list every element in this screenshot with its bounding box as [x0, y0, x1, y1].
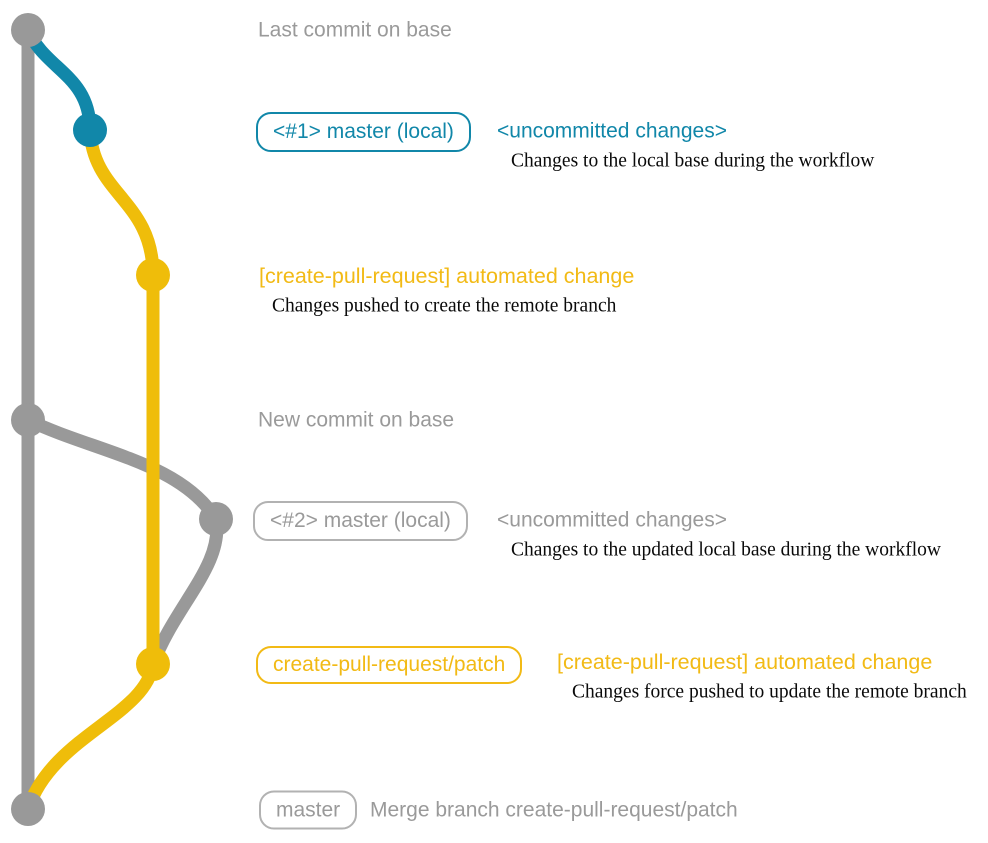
- label-uncommitted-changes-1: <uncommitted changes>: [497, 119, 727, 143]
- annotation-local-changes-1: Changes to the local base during the wor…: [511, 150, 875, 172]
- branch-tag-master: master: [259, 790, 358, 830]
- label-last-commit-on-base: Last commit on base: [258, 18, 452, 42]
- label-merge-branch: Merge branch create-pull-request/patch: [370, 798, 738, 822]
- base-to-local1-curve: [21, 23, 97, 137]
- branch-tag-master-local-1: <#1> master (local): [256, 112, 471, 152]
- branch-tag-master-local-1-label: <#1> master (local): [273, 120, 454, 143]
- label-uncommitted-changes-2: <uncommitted changes>: [497, 508, 727, 532]
- commit-node-local1: [73, 113, 107, 147]
- commit-node-patch1: [136, 258, 170, 292]
- label-new-commit-on-base: New commit on base: [258, 408, 455, 432]
- branch-tag-patch: create-pull-request/patch: [256, 646, 523, 684]
- commit-node-merge: [11, 792, 45, 826]
- label-automated-change-2: [create-pull-request] automated change: [557, 650, 933, 675]
- local2-to-patch-curve: [146, 512, 224, 671]
- label-automated-change-1: [create-pull-request] automated change: [259, 264, 635, 289]
- annotation-push-1: Changes pushed to create the remote bran…: [272, 295, 617, 317]
- commit-node-new-base: [11, 403, 45, 437]
- commit-node-local2: [199, 502, 233, 536]
- local1-to-patch-curve: [83, 123, 160, 282]
- annotation-local-changes-2: Changes to the updated local base during…: [511, 539, 941, 561]
- patch-merge-curve: [21, 657, 160, 816]
- branch-tag-patch-label: create-pull-request/patch: [273, 653, 506, 676]
- branch-tag-master-label: master: [276, 798, 341, 821]
- commit-node-patch2: [136, 647, 170, 681]
- base-to-local2-curve: [21, 413, 223, 526]
- branch-tag-master-local-2: <#2> master (local): [253, 501, 468, 541]
- annotation-push-2: Changes force pushed to update the remot…: [572, 681, 967, 703]
- commit-node-last-base: [11, 13, 45, 47]
- branch-tag-master-local-2-label: <#2> master (local): [270, 509, 451, 532]
